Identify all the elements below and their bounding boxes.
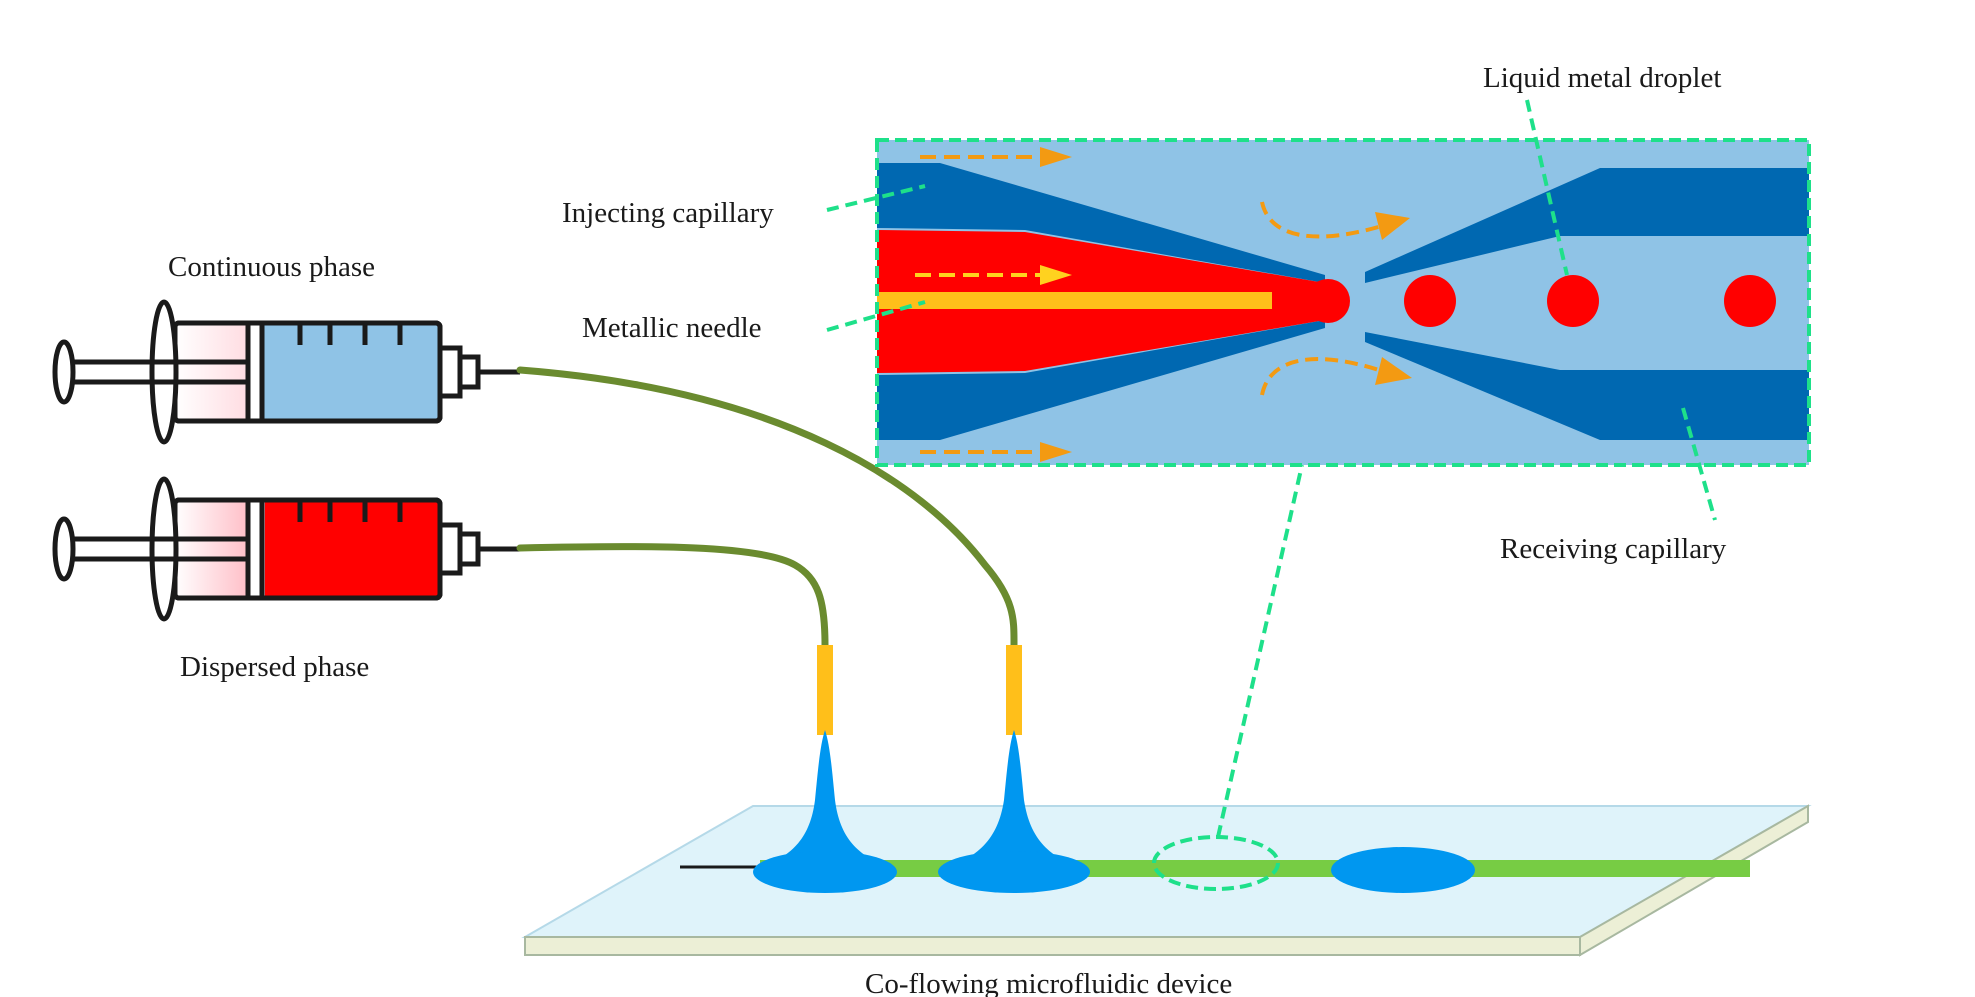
syringe-continuous-phase: Continuous phase	[52, 251, 520, 445]
tubing-dispersed	[516, 543, 829, 649]
callout-line-droplet	[1525, 99, 1569, 276]
microfluidic-chip	[521, 645, 1812, 957]
syringe-icon	[52, 299, 520, 445]
metallic-needle-label: Metallic needle	[582, 312, 762, 344]
receiving-capillary-bottom-wall	[1365, 332, 1809, 440]
injecting-capillary-top-wall	[877, 163, 1325, 283]
injecting-capillary-bottom-wall	[877, 320, 1325, 440]
glue-outlet	[1331, 847, 1475, 893]
liquid-metal-droplet-label: Liquid metal droplet	[1483, 62, 1721, 94]
callout-line-injecting-capillary	[826, 184, 926, 212]
zoom-inset	[875, 138, 1811, 467]
flow-arrow-curved-top	[1260, 201, 1386, 239]
callout-line-receiving-capillary	[1681, 407, 1717, 521]
metallic-needle	[877, 292, 1272, 309]
flow-arrow-continuous-top	[920, 147, 1072, 167]
liquid-metal-droplet	[1724, 275, 1776, 327]
flow-arrow-dispersed	[915, 265, 1072, 285]
microchannel	[760, 860, 1750, 877]
glue-inlet-dispersed	[754, 730, 896, 881]
continuous-phase-label: Continuous phase	[168, 251, 375, 283]
callout-line-zoom	[1216, 464, 1304, 838]
glue-inlet-continuous	[941, 730, 1086, 881]
receiving-capillary-label: Receiving capillary	[1500, 533, 1727, 565]
dispersed-phase-label: Dispersed phase	[180, 651, 369, 683]
device-label: Co-flowing microfluidic device	[865, 968, 1232, 997]
liquid-metal-droplet	[1404, 275, 1456, 327]
injecting-capillary-label: Injecting capillary	[562, 197, 774, 229]
syringe-dispersed-phase: Dispersed phase	[52, 476, 520, 683]
forming-droplet	[1306, 279, 1350, 323]
liquid-metal-droplet	[1547, 275, 1599, 327]
flow-arrow-continuous-bottom	[920, 442, 1072, 462]
syringe-icon	[52, 476, 520, 622]
tubing-continuous	[516, 366, 1018, 649]
receiving-capillary-top-wall	[1365, 168, 1809, 283]
junction-highlight-circle	[1152, 835, 1280, 891]
zoom-inset-border	[875, 138, 1811, 467]
callout-line-metallic-needle	[826, 300, 926, 332]
